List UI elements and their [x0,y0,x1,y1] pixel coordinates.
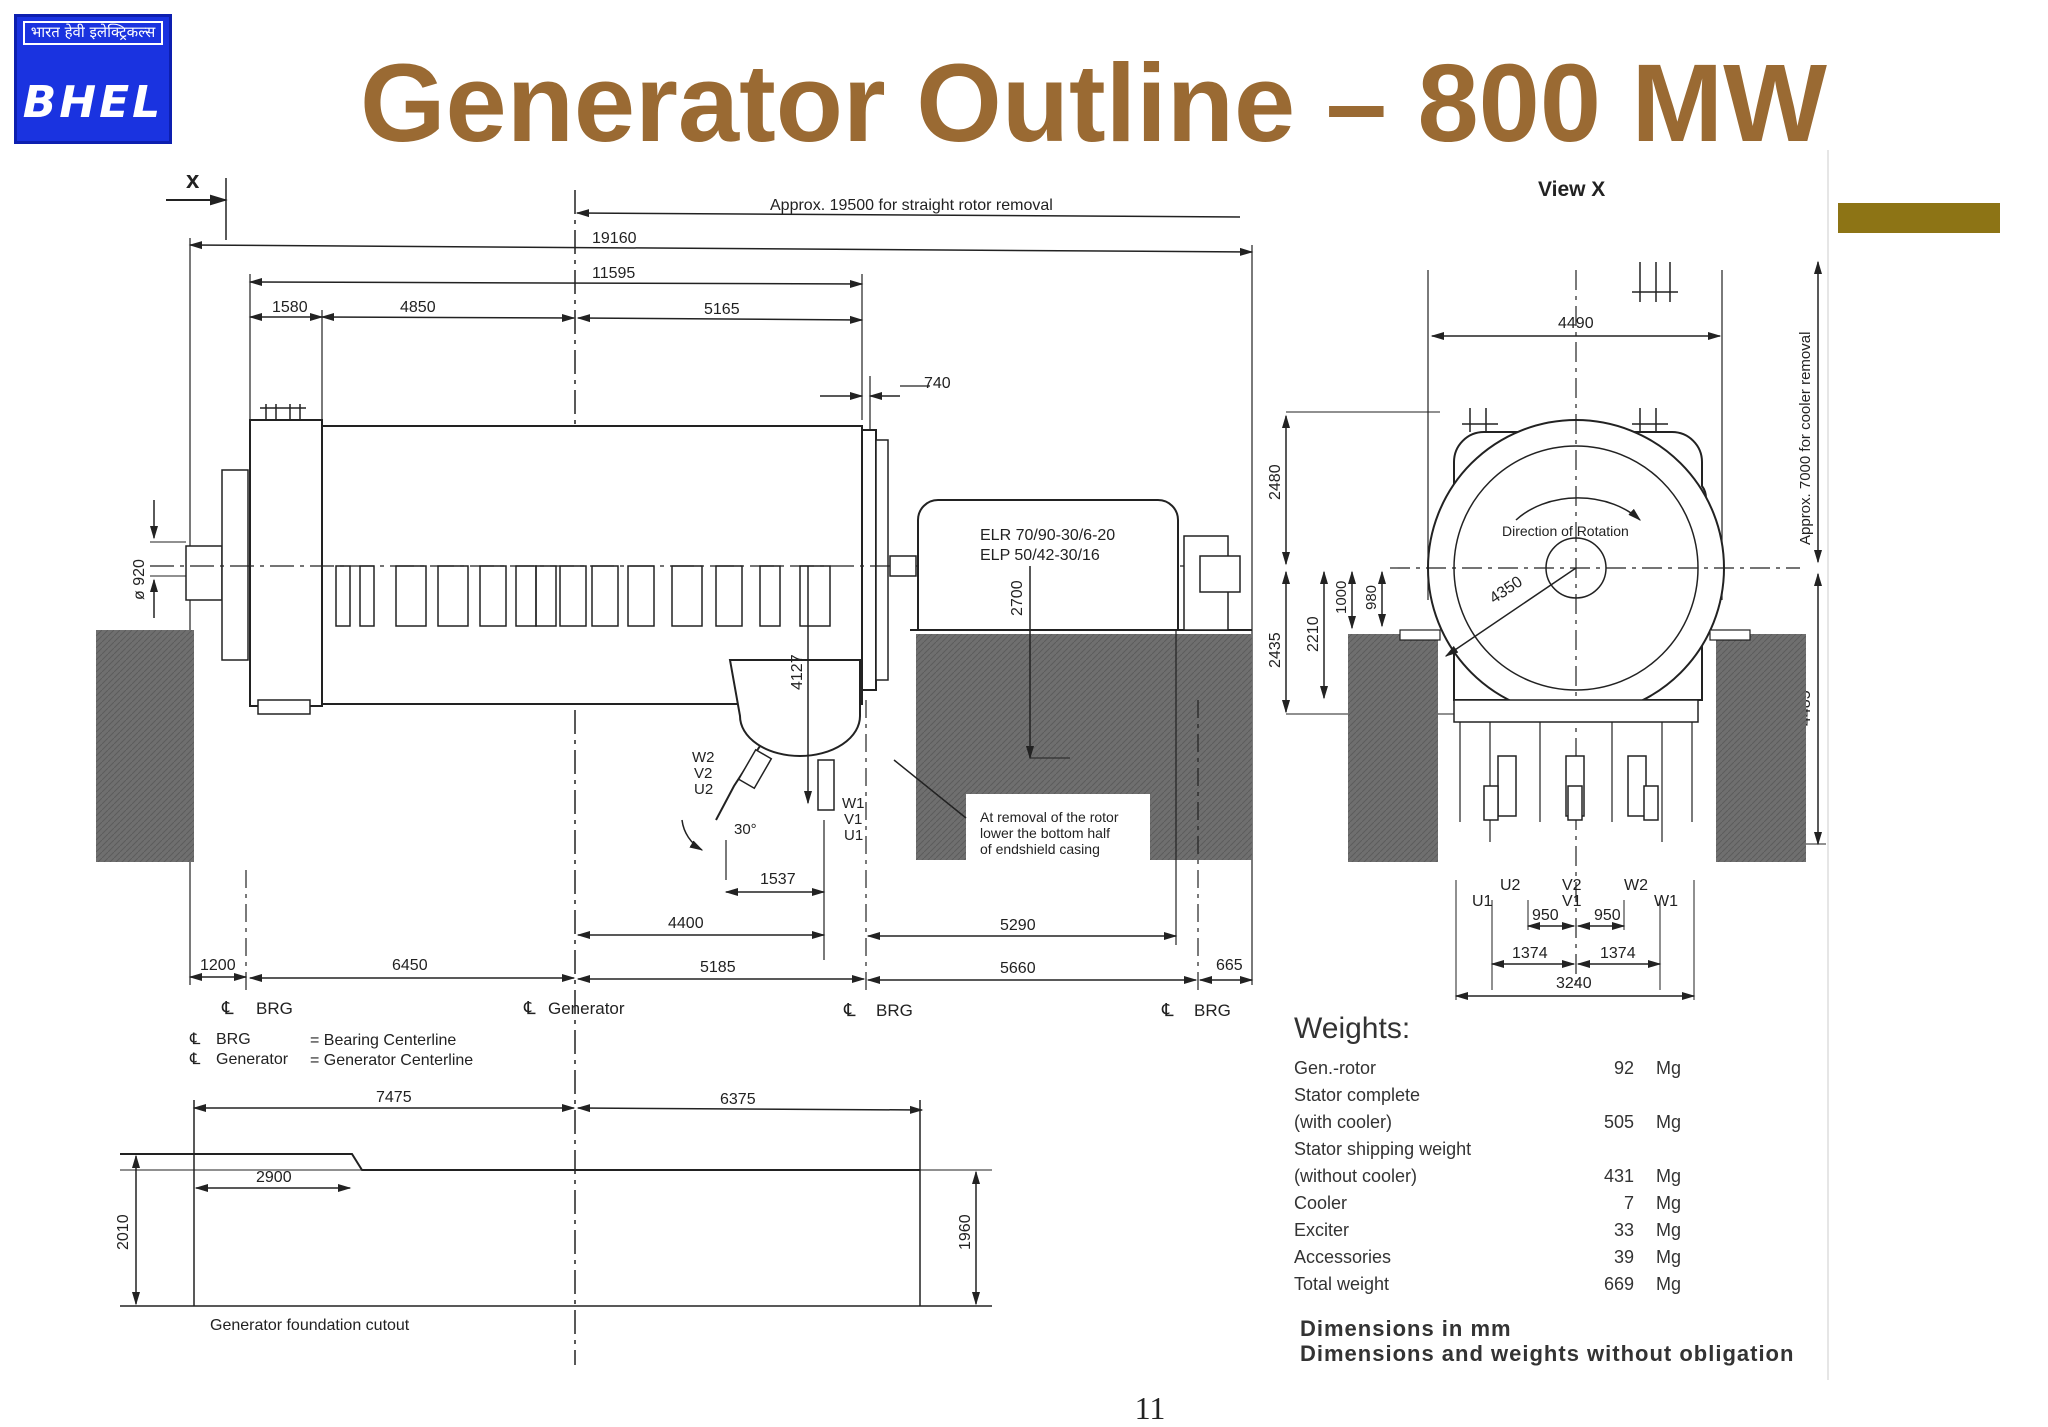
weights-row: Stator shipping weight [1294,1139,1472,1159]
angle-30: 30° [734,821,757,838]
svg-text:℄: ℄ [523,998,536,1018]
x-label: x [186,167,200,194]
dim-11595: 11595 [592,265,635,282]
view-terminal-w1: W1 [1654,893,1678,910]
exciter-label-elp: ELP 50/42-30/16 [980,547,1100,564]
dim-740: 740 [924,375,951,392]
page-number: 11 [1134,1390,1166,1426]
rotation-label: Direction of Rotation [1502,523,1629,539]
dim-7475: 7475 [376,1089,412,1106]
dim-1374-right: 1374 [1600,945,1636,962]
svg-text:℄: ℄ [1161,1000,1174,1020]
dim-4850: 4850 [400,299,436,316]
shaft-diameter: ø 920 [131,559,148,600]
svg-text:℄: ℄ [221,998,234,1018]
stator-body [321,425,863,705]
dim-1000: 1000 [1333,581,1350,614]
left-foundation [96,630,194,862]
legend-brg-code: BRG [216,1031,251,1048]
logo-hindi-text: भारत हेवी इलेक्ट्रिकल्स [23,21,163,45]
view-foundation-left [1348,634,1438,862]
dim-1580: 1580 [272,299,308,316]
dim-6450: 6450 [392,957,428,974]
accent-bar [1838,203,2000,233]
dim-1537: 1537 [760,871,796,888]
dim-6375: 6375 [720,1091,756,1108]
dim-5185: 5185 [700,959,736,976]
dim-2480: 2480 [1267,464,1284,500]
view-terminal-w2: W2 [1624,877,1648,894]
dim-3240: 3240 [1556,975,1592,992]
dim-2435: 2435 [1267,632,1284,668]
view-x-label: View X [1538,178,1605,201]
dim-1960: 1960 [957,1214,974,1250]
foundation-caption: Generator foundation cutout [210,1317,410,1334]
svg-text:℄: ℄ [189,1051,201,1068]
terminal-u1: U1 [844,827,863,844]
cl-generator: Generator [548,999,625,1018]
weights-row: Stator complete [1294,1085,1421,1105]
dim-2010: 2010 [115,1214,132,1250]
dim-2700: 2700 [1009,580,1026,616]
terminal-v2: V2 [694,765,712,782]
dim-5165: 5165 [704,301,740,318]
terminal-u2: U2 [694,781,713,798]
exciter-label-elr: ELR 70/90-30/6-20 [980,527,1115,544]
dim-1374-left: 1374 [1512,945,1548,962]
rotor-removal-note: Approx. 19500 for straight rotor removal [770,197,1053,214]
note-obligation: Dimensions and weights without obligatio… [1300,1341,1795,1366]
view-terminal-u1: U1 [1472,893,1493,910]
cl-brg-3: BRG [1194,1001,1231,1020]
note-units: Dimensions in mm [1300,1316,1512,1341]
view-terminal-v1: V1 [1562,893,1582,910]
endshield-note-2: lower the bottom half [980,825,1110,841]
cooler-removal-note: Approx. 7000 for cooler removal [1797,332,1814,545]
stator-left-end [249,419,323,707]
view-terminal-v2: V2 [1562,877,1582,894]
legend-brg-desc: = Bearing Centerline [310,1032,456,1049]
foundation-cutout-profile [120,1153,920,1171]
dim-4400: 4400 [668,915,704,932]
dim-5290: 5290 [1000,917,1036,934]
dim-4127: 4127 [789,654,806,690]
dim-950-left: 950 [1532,907,1559,924]
bhel-logo: भारत हेवी इलेक्ट्रिकल्स BHEL [14,14,172,144]
dim-950-right: 950 [1594,907,1621,924]
endshield-note-3: of endshield casing [980,841,1100,857]
weights-heading: Weights: [1294,1012,1411,1045]
view-terminal-u2: U2 [1500,877,1521,894]
terminal-w2: W2 [692,749,715,766]
svg-text:℄: ℄ [843,1000,856,1020]
terminal-v1: V1 [844,811,862,828]
dim-1200: 1200 [200,957,236,974]
dimension-notes: Dimensions in mm Dimensions and weights … [1300,1316,1794,1366]
legend-gen-desc: = Generator Centerline [310,1052,473,1069]
view-foundation-right [1716,634,1806,862]
slide-title: Generator Outline – 800 MW [360,42,1828,165]
dim-2210: 2210 [1305,616,1322,652]
dim-980: 980 [1363,585,1380,610]
endshield-note-1: At removal of the rotor [980,809,1119,825]
cl-brg-1: BRG [256,999,293,1018]
cl-brg-2: BRG [876,1001,913,1020]
dim-19160: 19160 [592,230,637,247]
dim-5660: 5660 [1000,960,1036,977]
svg-text:℄: ℄ [189,1031,201,1048]
dim-2900: 2900 [256,1169,292,1186]
logo-brand: BHEL [22,77,164,128]
terminal-w1: W1 [842,795,865,812]
legend-gen-code: Generator [216,1051,289,1068]
dim-665: 665 [1216,957,1243,974]
